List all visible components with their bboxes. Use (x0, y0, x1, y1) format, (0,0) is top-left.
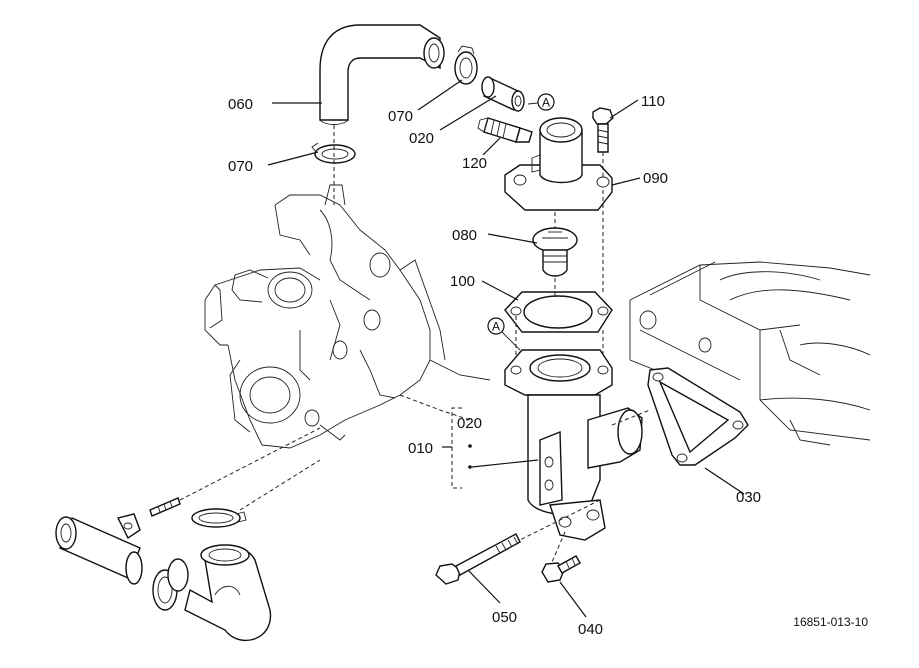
callout-060: 060 (228, 96, 253, 113)
engine-block-outline (629, 261, 871, 446)
bolt-110 (592, 107, 614, 178)
callout-020-group: 020 (457, 415, 482, 432)
bullet-010 (468, 465, 472, 469)
reference-a-top-label: A (542, 96, 550, 110)
pipe-020-upper (481, 76, 525, 112)
sensor-120 (477, 117, 533, 143)
callout-040: 040 (578, 621, 603, 638)
gasket-100 (504, 291, 613, 333)
clamp-070-lower (311, 142, 356, 164)
group-bracket-010 (451, 407, 472, 489)
thermostat-080 (532, 227, 578, 277)
drawing-number: 16851-013-10 (793, 615, 868, 629)
reference-a-top: A (527, 93, 555, 111)
reference-a-lower-label: A (492, 320, 500, 334)
callout-020-upper: 020 (409, 130, 434, 147)
bolt-040 (541, 555, 581, 583)
thermostat-cover-090 (504, 117, 613, 211)
callout-120: 120 (462, 155, 487, 172)
callout-030: 030 (736, 489, 761, 506)
reference-a-lower: A (487, 317, 521, 351)
callout-010: 010 (408, 440, 433, 457)
callout-080: 080 (452, 227, 477, 244)
callout-070-upper: 070 (388, 108, 413, 125)
leader-lines (267, 79, 745, 618)
callout-090: 090 (643, 170, 668, 187)
gasket-030 (647, 367, 749, 466)
lower-pipe-assembly (55, 427, 321, 641)
bolt-050 (435, 533, 521, 585)
thermostat-housing-010 (504, 349, 643, 541)
clamp-070-upper (454, 45, 478, 85)
callout-050: 050 (492, 609, 517, 626)
hose-060 (319, 24, 445, 125)
assembly-lines (333, 125, 651, 563)
callouts: 060 070 070 020 120 110 090 080 100 020 … (228, 93, 761, 638)
callout-100: 100 (450, 273, 475, 290)
callout-070-lower: 070 (228, 158, 253, 175)
bullet-020 (468, 444, 472, 448)
callout-110: 110 (641, 93, 665, 110)
cylinder-head-outline (204, 184, 491, 449)
